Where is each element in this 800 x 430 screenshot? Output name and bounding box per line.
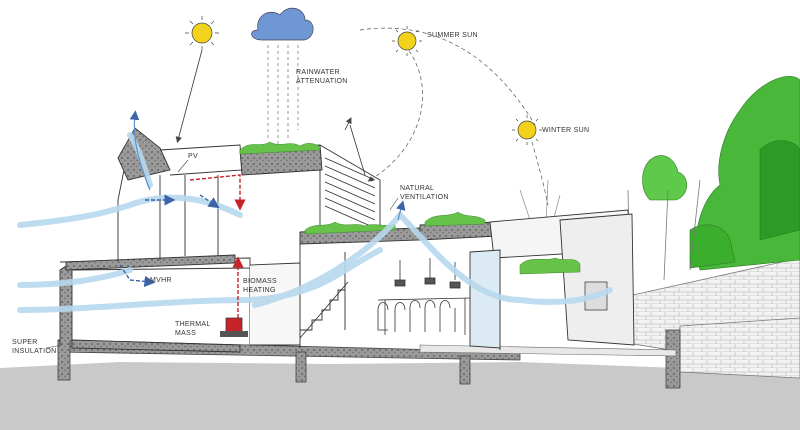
natural-ventilation-label: NATURAL VENTILATION [400,185,449,201]
stone-boundary-wall [609,257,800,379]
biomass-stove [220,317,248,337]
summer-sun-path [359,27,549,206]
mvhr-label: MVHR [150,277,172,284]
thermal-mass-label: THERMAL MASS [175,321,211,337]
green-roofs [239,141,581,275]
pv-label: PV [188,153,198,160]
biomass-heating-label: BIOMASS HEATING [243,278,277,294]
airflow-ventilation [17,132,613,313]
sun-rays [175,49,366,176]
sun-icon-left [185,16,219,50]
heat-ducts [189,174,246,330]
summer-sun-icon [392,26,422,56]
super-insulation-label: SUPER INSULATION [12,339,57,355]
airflow-arrows [129,110,406,221]
label-leaders [45,159,399,349]
ground [0,362,800,430]
house-section [59,127,635,353]
winter-sun-label: WINTER SUN [542,127,590,134]
rain-lines [267,45,299,150]
summer-sun-label: SUMMER SUN [427,32,478,39]
winter-sun-icon [512,115,542,145]
mvhr-ducts [119,194,220,288]
cloud-icon [251,7,314,41]
rainwater-attenuation-label: RAINWATER ATTENUATION [296,69,348,85]
dining-furniture [377,258,471,335]
